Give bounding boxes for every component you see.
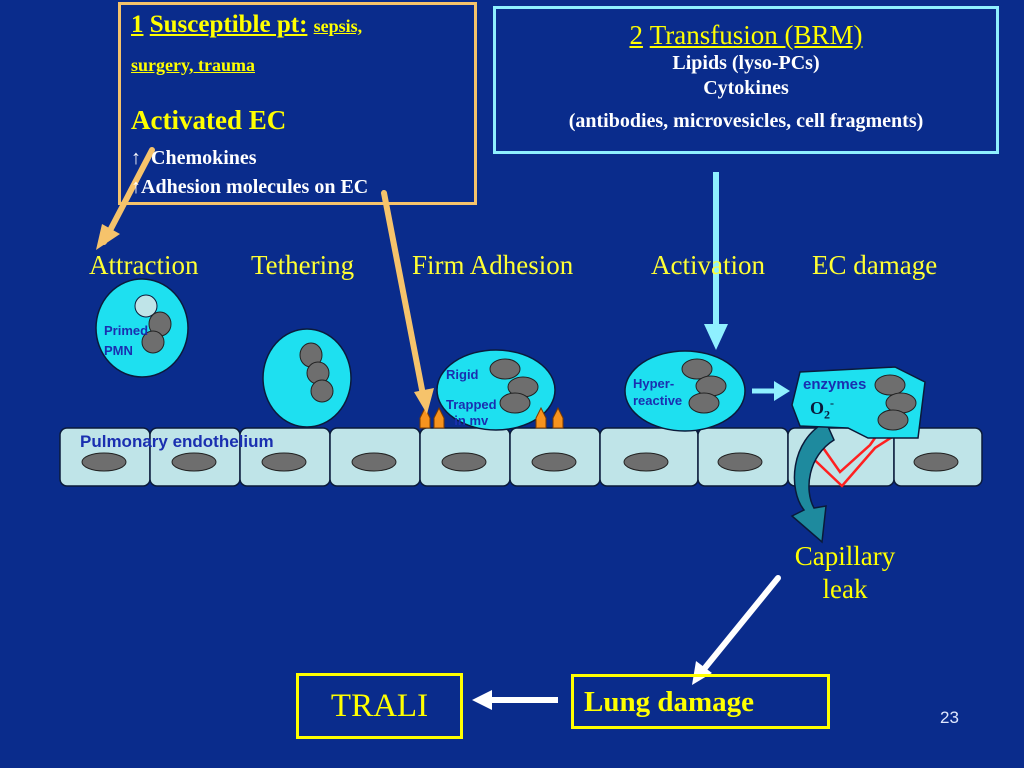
stage-attraction: Attraction xyxy=(89,250,199,280)
lipids-line: Lipids (lyso-PCs) xyxy=(672,52,820,74)
box2-number: 2 xyxy=(629,20,643,50)
nucleus xyxy=(171,452,217,472)
nucleus xyxy=(913,452,959,472)
nucleus xyxy=(441,452,487,472)
box1-title: Susceptible pt: xyxy=(149,11,308,38)
leak-label: leak xyxy=(822,574,868,604)
arrow-to-adhesion xyxy=(381,190,427,403)
nucleus xyxy=(81,452,127,472)
trali-box: TRALI xyxy=(296,673,463,739)
antibodies-line: (antibodies, microvesicles, cell fragmen… xyxy=(568,110,924,132)
arrow-leak-to-lung-head xyxy=(692,661,712,685)
primed-pmn-label: Primed PMN xyxy=(104,321,148,361)
arrow-to-attraction-head xyxy=(96,224,120,250)
nucleus xyxy=(531,452,577,472)
arrow-to-adhesion-head xyxy=(414,388,434,414)
capillary-label: Capillary xyxy=(794,541,896,571)
o2-letter: O xyxy=(810,398,825,418)
damaging-pmn-cell xyxy=(791,366,926,439)
trapped-label: Trapped in mv xyxy=(446,395,497,431)
transfusion-box: 2 Transfusion (BRM) Lipids (lyso-PCs) Cy… xyxy=(493,6,999,154)
activated-ec-heading: Activated EC xyxy=(131,105,287,135)
arrow-to-enzymes-head xyxy=(774,381,790,401)
box1-number: 1 xyxy=(131,11,144,38)
nucleus xyxy=(351,452,397,472)
nucleus xyxy=(623,452,669,472)
chemokines-item: ↑ Chemokines xyxy=(131,147,257,169)
arrow-to-attraction xyxy=(101,147,155,245)
nucleus xyxy=(261,452,307,472)
hyper-reactive-pmn-cell xyxy=(624,350,746,432)
trapped-label-b: in mv xyxy=(454,413,489,428)
hyper-reactive-label: Hyper- reactive xyxy=(633,375,682,409)
arrow-to-activation-head xyxy=(704,324,728,350)
primed-label: Primed xyxy=(104,323,149,338)
adhesion-molecules-item: ↑Adhesion molecules on EC xyxy=(131,176,369,198)
capillary-leak-arrow xyxy=(790,420,835,544)
ec-damage-lines xyxy=(801,430,901,488)
superoxide-label: O2- xyxy=(810,396,834,423)
hyper-label-b: reactive xyxy=(633,393,683,408)
rigid-label: Rigid xyxy=(446,367,479,382)
stage-tethering: Tethering xyxy=(251,250,355,280)
pmn-label: PMN xyxy=(104,343,133,358)
enzymes-label: enzymes xyxy=(803,376,867,393)
arrow-leak-to-lung xyxy=(697,575,781,677)
hyper-label-a: Hyper- xyxy=(633,376,675,391)
stage-ec-damage: EC damage xyxy=(812,250,938,280)
tethering-pmn-cell xyxy=(262,328,352,428)
adhesion-molecules xyxy=(419,406,564,429)
susceptible-patient-box: 1 Susceptible pt: sepsis, surgery, traum… xyxy=(118,2,477,205)
box2-title: Transfusion (BRM) xyxy=(649,20,863,50)
box1-sub-b: surgery, trauma xyxy=(131,55,255,75)
stage-firm-adhesion: Firm Adhesion xyxy=(412,250,574,280)
page-number: 23 xyxy=(940,708,959,727)
box1-sub-a: sepsis, xyxy=(313,16,363,36)
nucleus xyxy=(717,452,763,472)
endothelium-label: Pulmonary endothelium xyxy=(80,432,274,451)
o2-superscript: - xyxy=(830,396,835,410)
primed-pmn-cell xyxy=(95,278,189,378)
o2-subscript: 2 xyxy=(824,407,831,422)
capillary-leak-label: Capillary leak xyxy=(770,540,920,606)
arrow-lung-to-trali-head xyxy=(472,690,492,710)
trapped-label-a: Trapped xyxy=(446,397,497,412)
lung-damage-box: Lung damage xyxy=(571,674,830,729)
cytokines-line: Cytokines xyxy=(703,77,789,99)
rigid-pmn-cell xyxy=(436,349,556,431)
stage-activation: Activation xyxy=(651,250,765,280)
